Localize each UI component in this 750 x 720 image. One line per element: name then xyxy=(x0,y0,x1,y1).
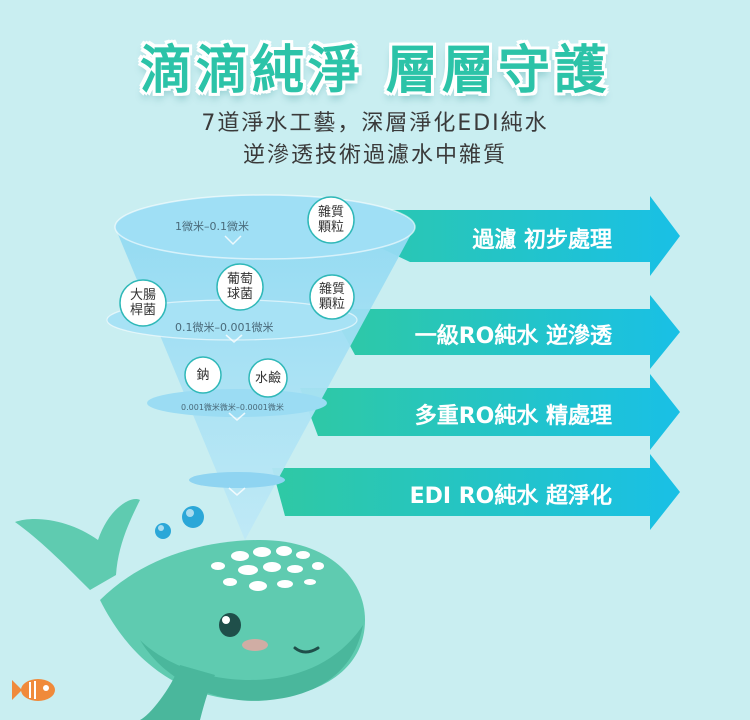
layer-1-range: 1微米–0.1微米 xyxy=(175,220,249,233)
stage-arrow-3 xyxy=(300,374,680,450)
impurity-bubble-6 xyxy=(248,358,288,398)
impurity-label-3: 葡萄 球菌 xyxy=(226,272,253,302)
stage-arrow-4 xyxy=(272,454,680,530)
page-subtitle: 7道淨水工藝，深層淨化EDI純水 逆滲透技術過濾水中雜質 xyxy=(0,108,750,172)
subtitle-line-2: 逆滲透技術過濾水中雜質 xyxy=(242,143,507,168)
stage-label-3: 多重RO純水 精處理 xyxy=(414,404,612,429)
impurity-label-5: 鈉 xyxy=(196,367,210,383)
layer-3-range: 0.001微米微米–0.0001微米 xyxy=(181,403,284,412)
impurity-bubble-5 xyxy=(184,356,222,394)
impurity-bubble-4 xyxy=(309,274,355,320)
impurity-bubble-3 xyxy=(216,263,264,311)
stage-label-1: 過濾 初步處理 xyxy=(472,228,612,253)
layer-2-range: 0.1微米–0.001微米 xyxy=(175,321,274,334)
water-bubbles xyxy=(155,506,204,539)
fish-icon xyxy=(12,679,55,701)
stage-arrow-2 xyxy=(330,295,680,369)
stage-label-4: EDI RO純水 超淨化 xyxy=(409,484,612,509)
subtitle-line-1: 7道淨水工藝，深層淨化EDI純水 xyxy=(201,111,549,136)
impurity-bubble-1 xyxy=(307,196,355,244)
whale-illustration xyxy=(15,499,365,720)
impurity-label-4: 雜質 顆粒 xyxy=(318,282,345,312)
impurity-bubble-2 xyxy=(119,279,167,327)
impurity-label-6: 水鹼 xyxy=(254,370,281,386)
impurity-label-1: 雜質 顆粒 xyxy=(317,205,344,235)
stage-label-2: 一級RO純水 逆滲透 xyxy=(414,324,612,349)
page-title: 滴滴純淨 層層守護 xyxy=(139,41,611,101)
impurity-label-2: 大腸 桿菌 xyxy=(129,288,156,318)
